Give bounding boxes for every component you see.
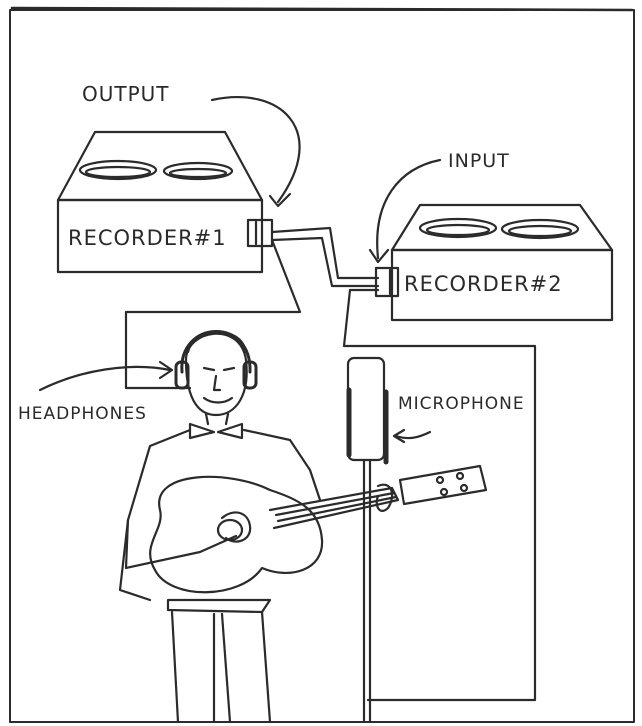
recorder-1-label: RECORDER#1: [68, 226, 227, 250]
headphones-arrow: [38, 365, 172, 392]
headphone-cable: [124, 238, 302, 390]
amplifier-box: [342, 288, 537, 702]
microphone-arrow: [394, 430, 432, 440]
input-label: INPUT: [448, 150, 510, 172]
frame-top-edge: [10, 6, 634, 12]
recorder-2-label: RECORDER#2: [404, 272, 563, 296]
headphones-label: HEADPHONES: [18, 404, 147, 424]
frame-border: [9, 9, 635, 723]
recorder-1-output-jack: [246, 218, 274, 248]
musician-figure: [118, 330, 488, 724]
output-label: OUTPUT: [82, 82, 170, 106]
output-arrow: [210, 96, 301, 204]
patch-cable: [270, 226, 380, 280]
microphone: [346, 356, 389, 724]
recorder-1: [56, 130, 274, 274]
microphone-label: MICROPHONE: [398, 394, 525, 414]
input-arrow: [376, 158, 442, 260]
recorder-2: [374, 203, 614, 322]
recorder-2-input-jack: [374, 266, 400, 298]
